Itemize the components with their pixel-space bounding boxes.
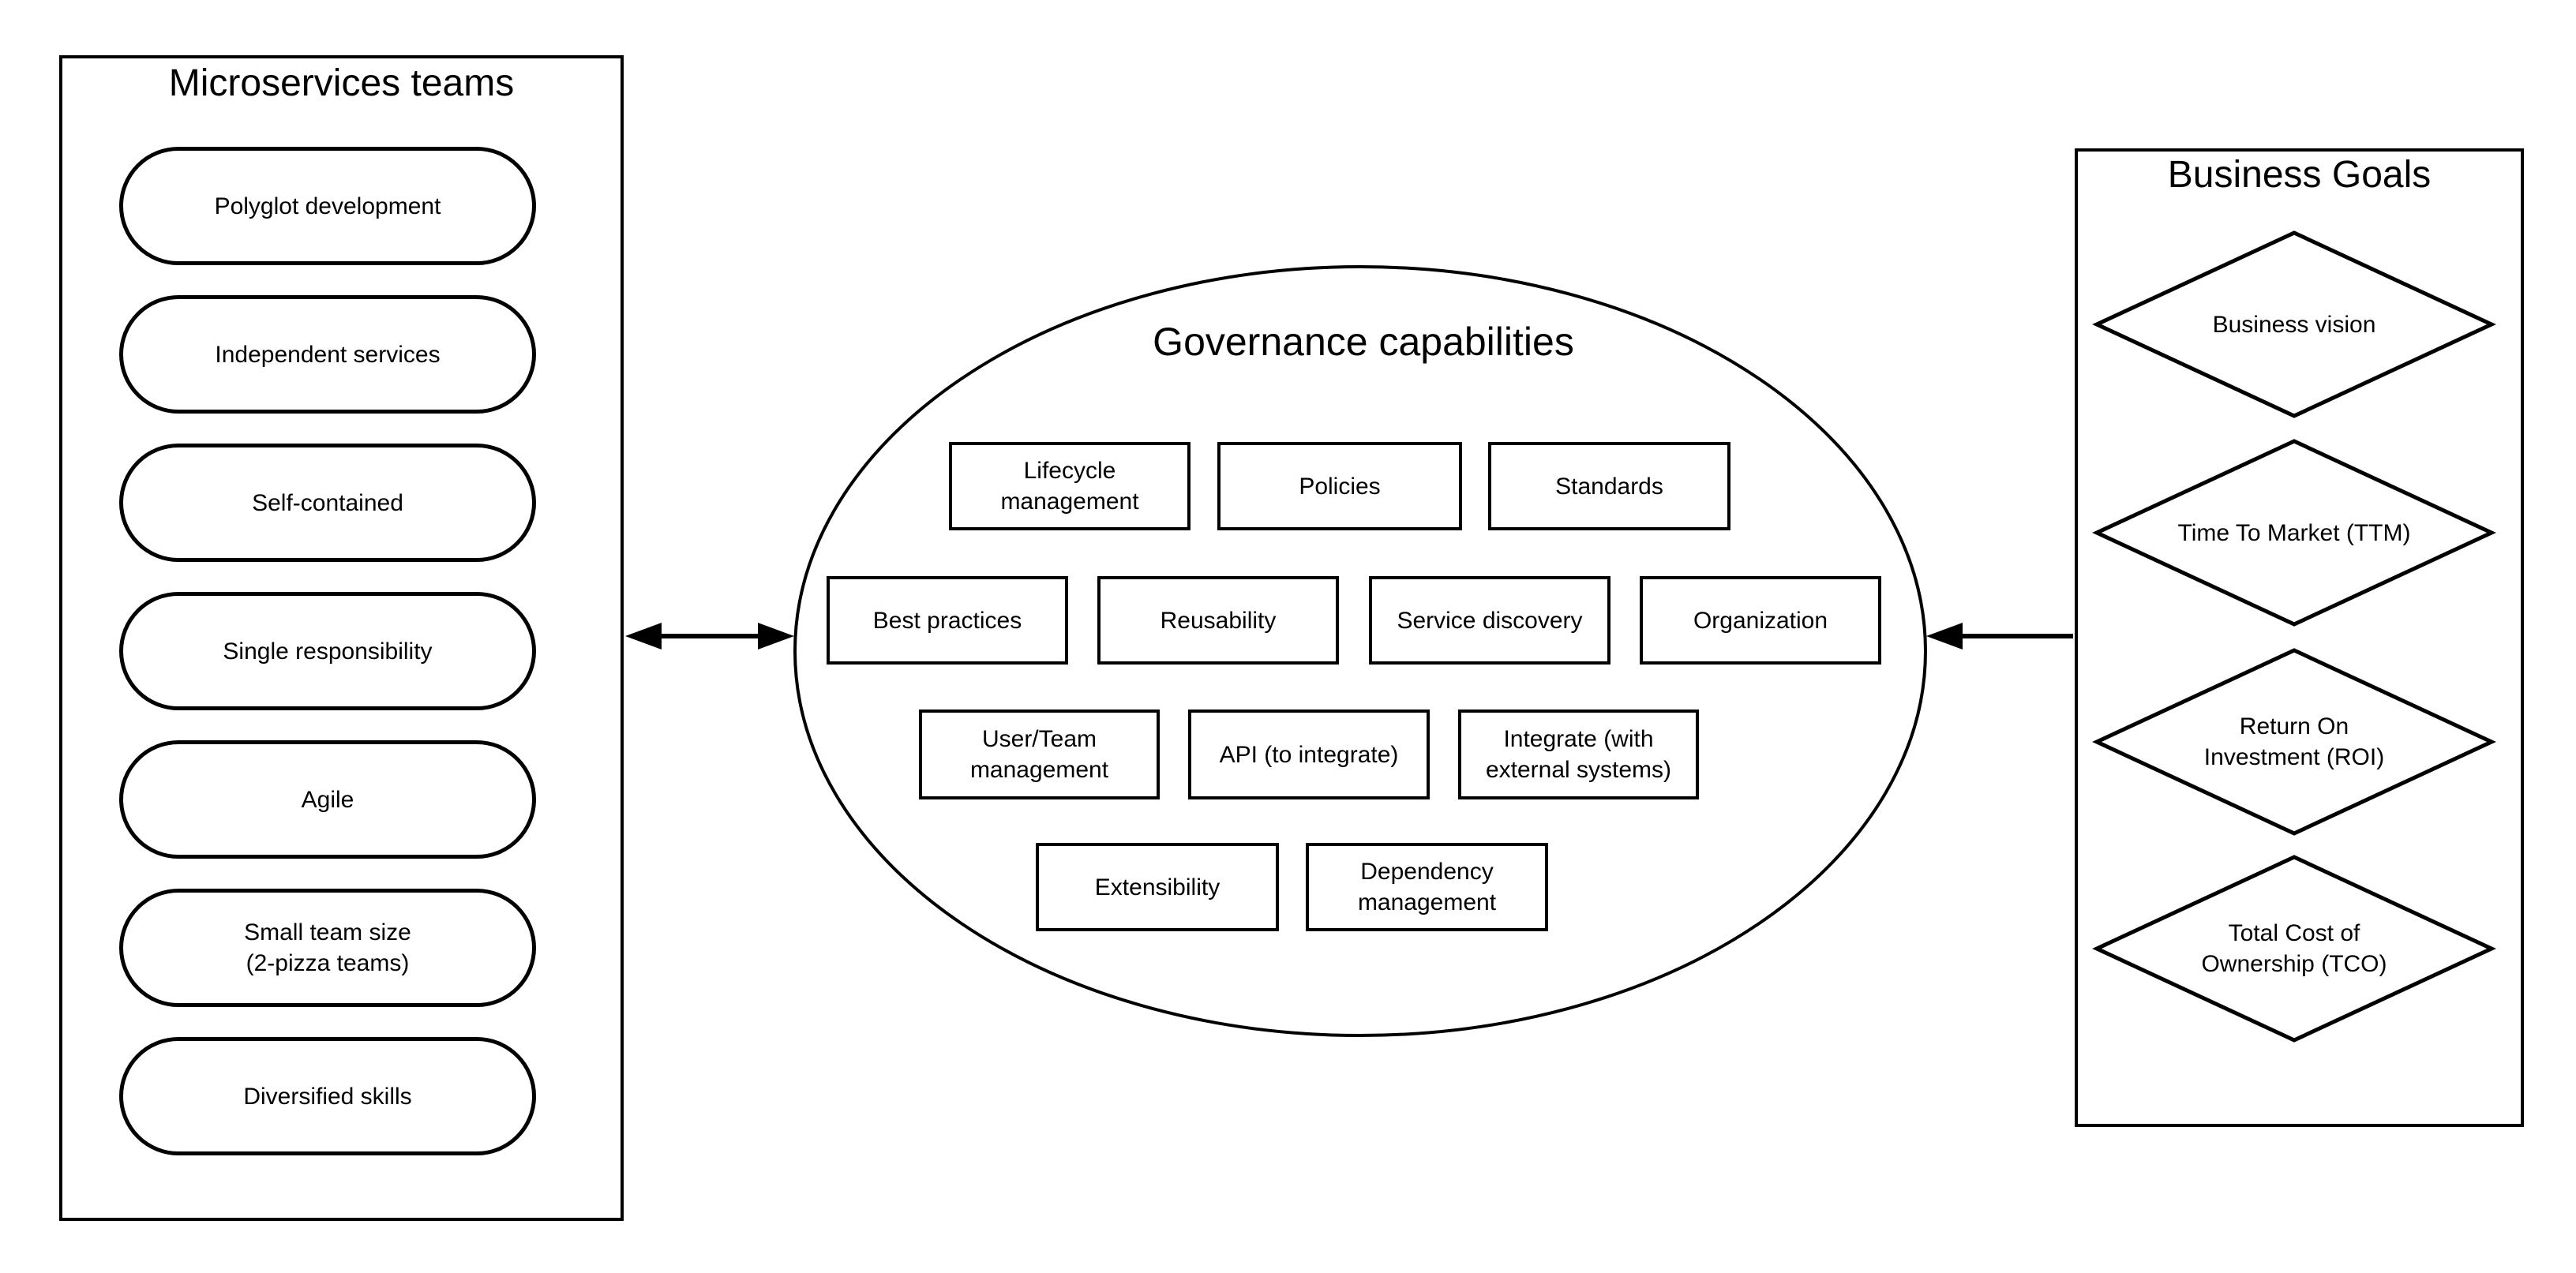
goal-diamond-business-vision bbox=[2092, 230, 2496, 418]
pill-agile: Agile bbox=[119, 740, 536, 859]
business-goals-title: Business Goals bbox=[2167, 154, 2432, 196]
goal-return-on-investment-label: Return On Investment (ROI) bbox=[2203, 713, 2385, 770]
teams-governance-double-arrow bbox=[625, 623, 794, 650]
goals-governance-arrow bbox=[1926, 623, 2073, 650]
capability-organization: Organization bbox=[1640, 576, 1881, 665]
pill-small-team-size: Small team size (2-pizza teams) bbox=[119, 889, 536, 1007]
pill-independent-services: Independent services bbox=[119, 295, 536, 414]
capability-standards: Standards bbox=[1488, 442, 1730, 530]
goal-diamond-total-cost-of-ownership bbox=[2092, 855, 2496, 1043]
capability-lifecycle-management: Lifecycle management bbox=[949, 442, 1191, 530]
capability-extensibility: Extensibility bbox=[1036, 843, 1279, 931]
pill-single-responsibility: Single responsibility bbox=[119, 592, 536, 710]
capability-service-discovery: Service discovery bbox=[1369, 576, 1610, 665]
capability-dependency-management: Dependency management bbox=[1306, 843, 1548, 931]
microservices-teams-title: Microservices teams bbox=[168, 62, 515, 104]
capability-api-to-integrate: API (to integrate) bbox=[1188, 710, 1430, 799]
capability-user-team-management: User/Team management bbox=[919, 710, 1160, 799]
pill-polyglot-development: Polyglot development bbox=[119, 147, 536, 265]
pill-diversified-skills: Diversified skills bbox=[119, 1037, 536, 1155]
capability-reusability: Reusability bbox=[1097, 576, 1339, 665]
pill-self-contained: Self-contained bbox=[119, 444, 536, 562]
goal-total-cost-of-ownership-label: Total Cost of Ownership (TCO) bbox=[2201, 920, 2387, 977]
capability-best-practices: Best practices bbox=[827, 576, 1068, 665]
microservices-teams-panel bbox=[59, 55, 624, 1221]
governance-ellipse bbox=[793, 265, 1927, 1037]
goal-diamond-time-to-market bbox=[2092, 439, 2496, 627]
arrowhead-left-icon bbox=[625, 623, 662, 650]
arrowhead-right-icon bbox=[758, 623, 794, 650]
capability-integrate-external-systems: Integrate (with external systems) bbox=[1458, 710, 1699, 799]
arrowhead-left-icon bbox=[1926, 623, 1963, 650]
goal-diamond-return-on-investment bbox=[2092, 648, 2496, 836]
capability-policies: Policies bbox=[1217, 442, 1462, 530]
business-goals-panel bbox=[2075, 148, 2524, 1127]
goal-time-to-market-label: Time To Market (TTM) bbox=[2177, 519, 2411, 546]
governance-capabilities-title: Governance capabilities bbox=[1153, 320, 1574, 364]
goal-business-vision-label: Business vision bbox=[2212, 311, 2376, 338]
